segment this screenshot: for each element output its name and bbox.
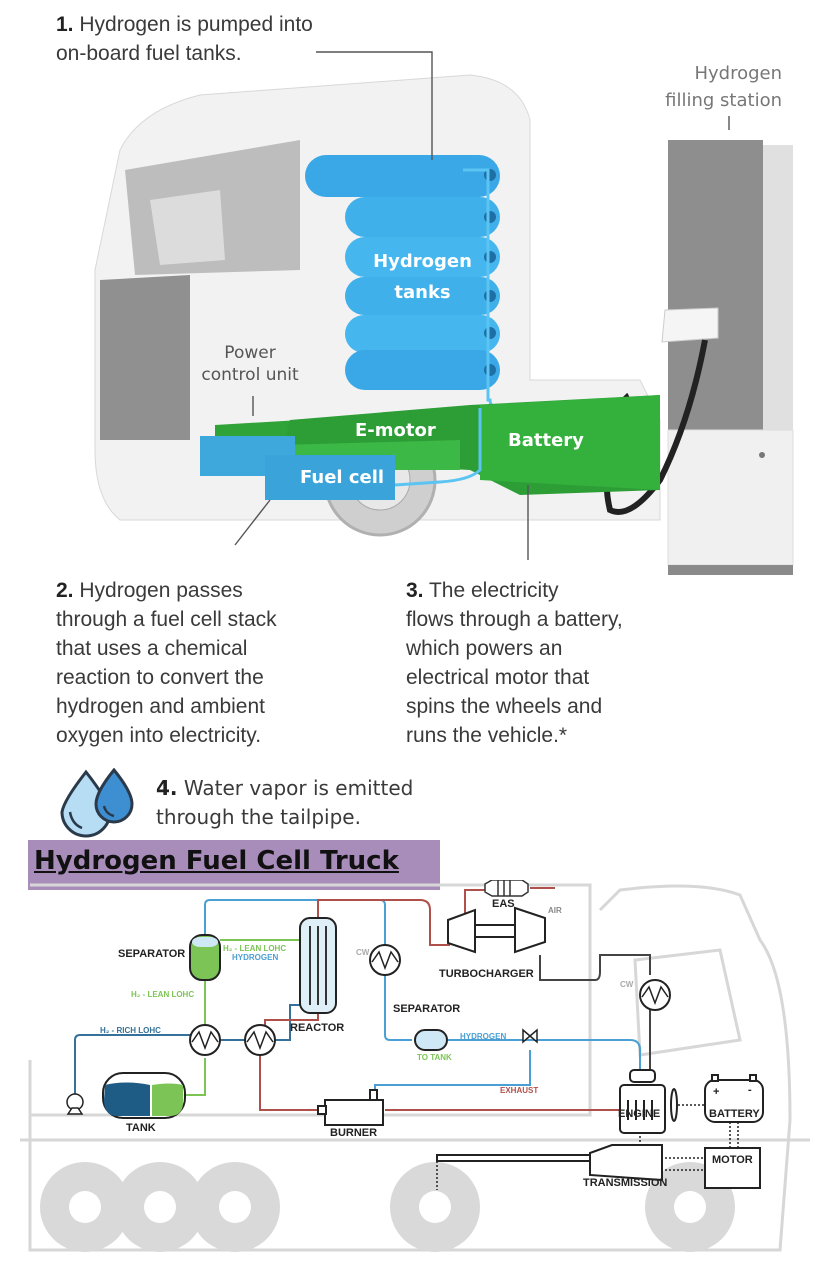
step1-caption: 1. Hydrogen is pumped into on-board fuel… xyxy=(56,10,313,68)
rich-lohc-label: H₂ - RICH LOHC xyxy=(100,1026,161,1035)
tank-label-line1: Hydrogen xyxy=(373,251,472,272)
filling-station xyxy=(603,140,794,575)
emotor-label: E-motor xyxy=(355,420,436,441)
battery-minus-sign: - xyxy=(748,1084,752,1096)
truck-outline xyxy=(20,883,810,1252)
step1-number: 1. xyxy=(56,13,74,36)
process-diagram xyxy=(20,880,810,1252)
hydrogen-top-label: HYDROGEN xyxy=(232,953,279,962)
step3-line: runs the vehicle.* xyxy=(406,724,568,747)
to-tank-label: TO TANK xyxy=(417,1053,452,1062)
separator-mid-vessel xyxy=(414,1029,448,1051)
step2-caption: 2. Hydrogen passes through a fuel cell s… xyxy=(56,576,376,750)
filling-station-label: Hydrogen filling station xyxy=(622,60,782,114)
engine-label: ENGINE xyxy=(618,1108,661,1120)
pcu-line1: Power xyxy=(224,343,276,363)
air-label: AIR xyxy=(548,906,562,915)
turbocharger-label: TURBOCHARGER xyxy=(439,968,534,980)
step4-line2: through the tailpipe. xyxy=(156,805,361,829)
pcu-line2: control unit xyxy=(201,365,299,385)
filling-station-line1: Hydrogen xyxy=(694,63,782,84)
separator-mid-label: SEPARATOR xyxy=(393,1003,461,1015)
step4-number: 4. xyxy=(156,776,178,800)
heat-exchangers xyxy=(189,944,671,1056)
fuel-cell xyxy=(200,408,482,500)
step2-line: Hydrogen passes xyxy=(79,579,243,602)
tank-label-line2: tanks xyxy=(394,282,451,303)
hydrogen-tanks-label: Hydrogen tanks xyxy=(345,246,500,308)
valve-icon xyxy=(522,1028,538,1044)
step2-line: reaction to convert the xyxy=(56,666,264,689)
step3-line: which powers an xyxy=(406,637,563,660)
step2-line: oxygen into electricity. xyxy=(56,724,262,747)
step3-line: spins the wheels and xyxy=(406,695,603,718)
tank-label: TANK xyxy=(126,1122,156,1134)
step2-line: that uses a chemical xyxy=(56,637,248,660)
pipes xyxy=(74,887,651,1111)
step4-caption: 4. Water vapor is emitted through the ta… xyxy=(156,774,413,832)
pump-icon xyxy=(66,1093,84,1115)
step1-line1: Hydrogen is pumped into xyxy=(79,13,313,36)
eas-label: EAS xyxy=(492,898,515,910)
filling-station-line2: filling station xyxy=(665,90,782,111)
lohc-tank xyxy=(102,1072,186,1119)
transmission-unit xyxy=(436,1144,663,1182)
diagram-title-bar: Hydrogen Fuel Cell Truck xyxy=(28,840,440,890)
eas-unit xyxy=(484,880,529,897)
engine-icon xyxy=(619,1069,678,1134)
step2-line: hydrogen and ambient xyxy=(56,695,265,718)
step3-line: The electricity xyxy=(428,579,559,602)
battery-icon xyxy=(704,1074,764,1123)
motor-label: MOTOR xyxy=(712,1154,753,1166)
truck-illustration xyxy=(94,51,794,575)
step4-line1: Water vapor is emitted xyxy=(183,776,414,800)
burner-label: BURNER xyxy=(330,1127,378,1139)
cw1-label: CW xyxy=(356,948,370,957)
hydrogen-mid-label: HYDROGEN xyxy=(460,1032,507,1041)
step3-number: 3. xyxy=(406,579,424,602)
battery-diagram-label: BATTERY xyxy=(709,1108,760,1120)
step2-number: 2. xyxy=(56,579,74,602)
fuel-cell-label: Fuel cell xyxy=(300,467,385,488)
step1-line2: on-board fuel tanks. xyxy=(56,42,242,65)
step3-caption: 3. The electricity flows through a batte… xyxy=(406,576,736,750)
step2-line: through a fuel cell stack xyxy=(56,608,277,631)
cw2-label: CW xyxy=(620,980,634,989)
exhaust-label: EXHAUST xyxy=(500,1086,539,1095)
diagram-title: Hydrogen Fuel Cell Truck xyxy=(34,846,399,876)
step3-line: electrical motor that xyxy=(406,666,590,689)
battery-label: Battery xyxy=(508,430,584,451)
burner-unit xyxy=(317,1089,384,1126)
drivetrain xyxy=(215,395,660,495)
turbocharger xyxy=(447,906,546,954)
transmission-label: TRANSMISSION xyxy=(583,1177,668,1189)
reactor-label: REACTOR xyxy=(290,1022,345,1034)
motor-box xyxy=(704,1147,761,1189)
separator-top-label: SEPARATOR xyxy=(118,948,186,960)
water-drops-icon xyxy=(60,768,134,838)
lean-lohc-h-label: H₂ - LEAN LOHC xyxy=(223,944,287,953)
leader-lines xyxy=(234,51,730,560)
step3-line: flows through a battery, xyxy=(406,608,623,631)
battery-plus-sign: + xyxy=(713,1086,720,1098)
lean-lohc-v-label: H₂ - LEAN LOHC xyxy=(131,990,195,999)
power-control-unit-label: Power control unit xyxy=(180,342,320,386)
